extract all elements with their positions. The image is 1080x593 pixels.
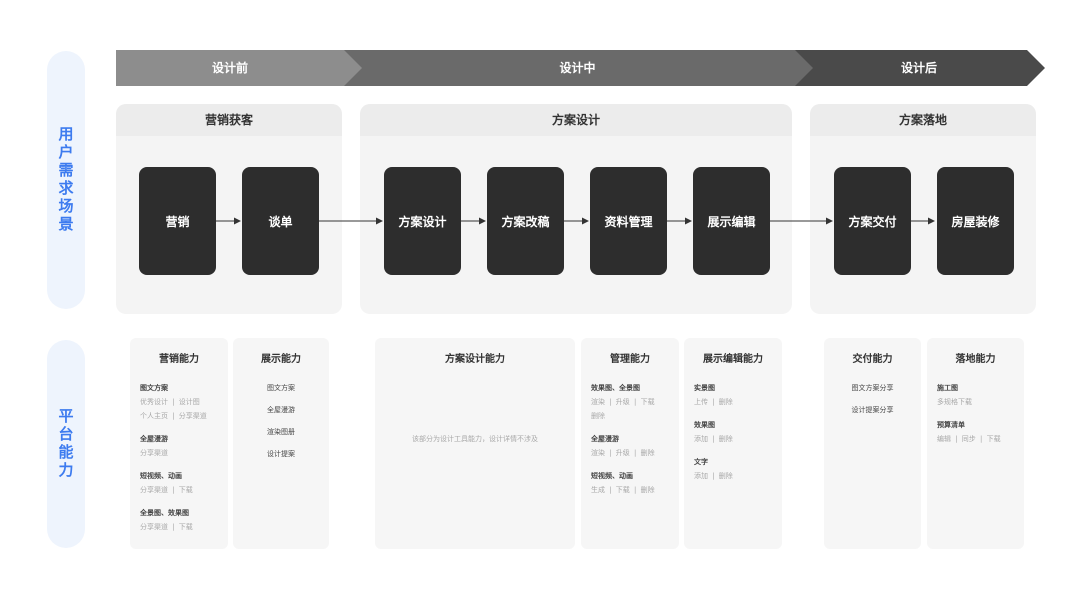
node-negotiation: 谈单 xyxy=(242,167,319,275)
node-scheme-revision: 方案改稿 xyxy=(487,167,564,275)
capability-item: 预算清单 编辑 | 同步 | 下载 xyxy=(937,421,1001,443)
capability-item: 短视频、动画 生成 | 下载 | 删除 xyxy=(591,472,655,494)
node-scheme-delivery: 方案交付 xyxy=(834,167,911,275)
node-marketing: 营销 xyxy=(139,167,216,275)
card-title: 展示编辑能力 xyxy=(703,354,763,365)
capability-item: 施工图 多规格下载 xyxy=(937,384,972,406)
card-marketing-capability: 营销能力 图文方案 优秀设计 | 设计图 个人主页 | 分享渠道 全屋漫游 分享… xyxy=(130,338,228,549)
card-title: 交付能力 xyxy=(852,354,893,365)
card-landing-capability: 落地能力 施工图 多规格下载 预算清单 编辑 | 同步 | 下载 xyxy=(927,338,1024,549)
capability-item: 图文方案分享 xyxy=(851,384,894,392)
group-title: 方案设计 xyxy=(360,104,792,136)
card-display-capability: 展示能力 图文方案 全屋漫游 渲染图册 设计提案 xyxy=(233,338,329,549)
card-title: 展示能力 xyxy=(261,354,301,365)
capability-item: 设计提案分享 xyxy=(851,406,894,414)
group-title: 方案落地 xyxy=(810,104,1036,136)
card-management-capability: 管理能力 效果图、全景图 渲染 | 升级 | 下载 删除 全屋漫游 渲染 | 升… xyxy=(581,338,679,549)
node-home-renovation: 房屋装修 xyxy=(937,167,1014,275)
side-label-user-scenarios-text: 用户需求场景 xyxy=(56,126,75,234)
node-asset-management: 资料管理 xyxy=(590,167,667,275)
side-label-user-scenarios: 用户需求场景 xyxy=(47,51,85,309)
card-display-edit-capability: 展示编辑能力 实景图 上传 | 删除 效果图 添加 | 删除 文字 添加 | 删… xyxy=(684,338,782,549)
phase-before-design: 设计前 xyxy=(116,50,362,86)
phase-label: 设计后 xyxy=(900,61,937,75)
capability-item: 图文方案 优秀设计 | 设计图 个人主页 | 分享渠道 xyxy=(140,384,207,420)
card-scheme-design-capability: 方案设计能力 该部分为设计工具能力，设计详情不涉及 xyxy=(375,338,575,549)
phase-during-design: 设计中 xyxy=(342,50,813,86)
side-label-platform-text: 平台能力 xyxy=(56,408,75,480)
card-delivery-capability: 交付能力 图文方案分享 设计提案分享 xyxy=(824,338,921,549)
card-title: 营销能力 xyxy=(159,354,199,365)
side-label-platform: 平台能力 xyxy=(47,340,85,548)
phase-label: 设计中 xyxy=(559,61,596,75)
capability-item: 设计提案 xyxy=(267,450,295,458)
node-display-edit: 展示编辑 xyxy=(693,167,770,275)
capability-note: 该部分为设计工具能力，设计详情不涉及 xyxy=(412,435,538,443)
phase-label: 设计前 xyxy=(211,61,248,75)
phase-after-design: 设计后 xyxy=(793,50,1045,86)
capability-item: 短视频、动画 分享渠道 | 下载 xyxy=(140,472,193,494)
capability-item: 文字 添加 | 删除 xyxy=(694,458,733,480)
card-title: 落地能力 xyxy=(955,354,996,365)
node-scheme-design: 方案设计 xyxy=(384,167,461,275)
capability-item: 效果图、全景图 渲染 | 升级 | 下载 删除 xyxy=(591,384,655,420)
capability-item: 渲染图册 xyxy=(267,428,295,436)
capability-item: 全屋漫游 xyxy=(267,406,295,414)
group-title: 营销获客 xyxy=(116,104,342,136)
card-title: 方案设计能力 xyxy=(445,354,505,365)
capability-item: 全景图、效果图 分享渠道 | 下载 xyxy=(140,509,193,531)
capability-item: 全屋漫游 分享渠道 xyxy=(140,435,168,457)
capability-item: 图文方案 xyxy=(267,384,295,392)
capability-item: 实景图 上传 | 删除 xyxy=(694,384,733,406)
capability-item: 全屋漫游 渲染 | 升级 | 删除 xyxy=(591,435,655,457)
card-title: 管理能力 xyxy=(610,354,650,365)
capability-item: 效果图 添加 | 删除 xyxy=(694,421,733,443)
